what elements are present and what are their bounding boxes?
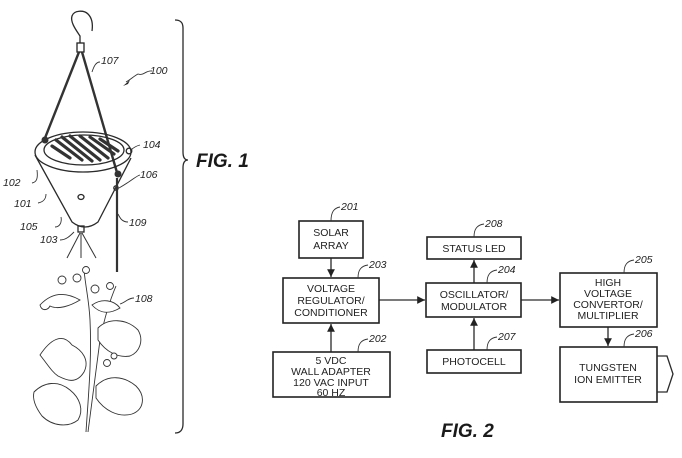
block-regulator-line2: REGULATOR/: [297, 295, 364, 307]
ref-207: 207: [497, 331, 517, 343]
ref-102: 102: [3, 177, 21, 189]
block-tungsten-emitter: TUNGSTEN ION EMITTER 206: [559, 328, 674, 403]
block-status-led: STATUS LED 208: [426, 218, 522, 260]
plant: [33, 266, 143, 433]
ref-205: 205: [634, 254, 653, 266]
emitter-tip: [657, 355, 674, 393]
block-hv-line3: CONVERTOR/: [573, 299, 643, 311]
hanger-rope-right: [80, 51, 120, 177]
ref-109: 109: [129, 217, 147, 229]
ion-emitter: [77, 225, 85, 233]
ref-201: 201: [340, 201, 359, 213]
ref-107: 107: [101, 55, 120, 67]
fig1-leaders: [31, 61, 153, 305]
hanger-hook: [70, 10, 94, 44]
block-adapter-line1: 5 VDC: [316, 355, 347, 367]
block-photocell: PHOTOCELL 207: [426, 331, 522, 374]
ref-104: 104: [143, 139, 161, 151]
block-photocell-line1: PHOTOCELL: [442, 356, 506, 368]
block-wall-adapter: 5 VDC WALL ADAPTER 120 VAC INPUT 60 HZ 2…: [272, 333, 391, 399]
grille-slats: [50, 134, 120, 163]
connections: [327, 258, 612, 352]
fig2-block-diagram: SOLAR ARRAY 201 VOLTAGE REGULATOR/ CONDI…: [272, 201, 674, 442]
fig2-label: FIG. 2: [441, 421, 494, 442]
arrow-100: [123, 80, 130, 86]
rope-knot-right: [114, 170, 122, 178]
block-hv-line1: HIGH: [595, 277, 621, 289]
block-regulator-line1: VOLTAGE: [307, 283, 355, 295]
block-adapter-line2: WALL ADAPTER: [291, 366, 371, 378]
hanger-rope-left: [43, 51, 81, 139]
block-voltage-regulator: VOLTAGE REGULATOR/ CONDITIONER 203: [282, 259, 387, 324]
rope-knot-left: [41, 136, 49, 144]
solar-grille: [43, 134, 125, 166]
block-oscillator-line2: MODULATOR: [441, 301, 508, 313]
block-tungsten-line2: ION EMITTER: [574, 374, 642, 386]
fig1-illustration: 107 100 104 106 102 101 105 103 109 108 …: [3, 10, 249, 434]
ref-100: 100: [150, 65, 168, 77]
ref-106: 106: [140, 169, 158, 181]
block-oscillator-line1: OSCILLATOR/: [440, 289, 509, 301]
block-hv-line2: VOLTAGE: [584, 288, 632, 300]
block-adapter-line3: 120 VAC INPUT: [293, 377, 369, 389]
hanger-clasp: [76, 42, 85, 53]
fig1-label: FIG. 1: [196, 151, 249, 172]
pot-hole: [77, 193, 85, 201]
ref-105: 105: [20, 221, 38, 233]
ref-203: 203: [368, 259, 387, 271]
block-regulator-line3: CONDITIONER: [294, 307, 368, 319]
emitter-rays: [66, 232, 97, 259]
ref-202: 202: [368, 333, 387, 345]
block-hv-line4: MULTIPLIER: [577, 310, 638, 322]
flowers: [57, 266, 118, 367]
block-tungsten-line1: TUNGSTEN: [579, 362, 637, 374]
ref-204: 204: [497, 264, 516, 276]
ref-103: 103: [40, 234, 58, 246]
ref-101: 101: [14, 198, 32, 210]
sensor: [125, 147, 133, 155]
block-solar-line2: ARRAY: [313, 240, 348, 252]
pot-body: [34, 154, 132, 228]
ref-108: 108: [135, 293, 153, 305]
ref-208: 208: [484, 218, 503, 230]
ref-206: 206: [634, 328, 653, 340]
block-adapter-line4: 60 HZ: [317, 387, 346, 399]
block-solar-array: SOLAR ARRAY 201: [298, 201, 364, 259]
figure-brace: [174, 19, 189, 434]
block-oscillator: OSCILLATOR/ MODULATOR 204: [425, 264, 522, 318]
block-status-line1: STATUS LED: [442, 243, 506, 255]
block-high-voltage: HIGH VOLTAGE CONVERTOR/ MULTIPLIER 205: [559, 254, 658, 328]
block-solar-line1: SOLAR: [313, 227, 349, 239]
